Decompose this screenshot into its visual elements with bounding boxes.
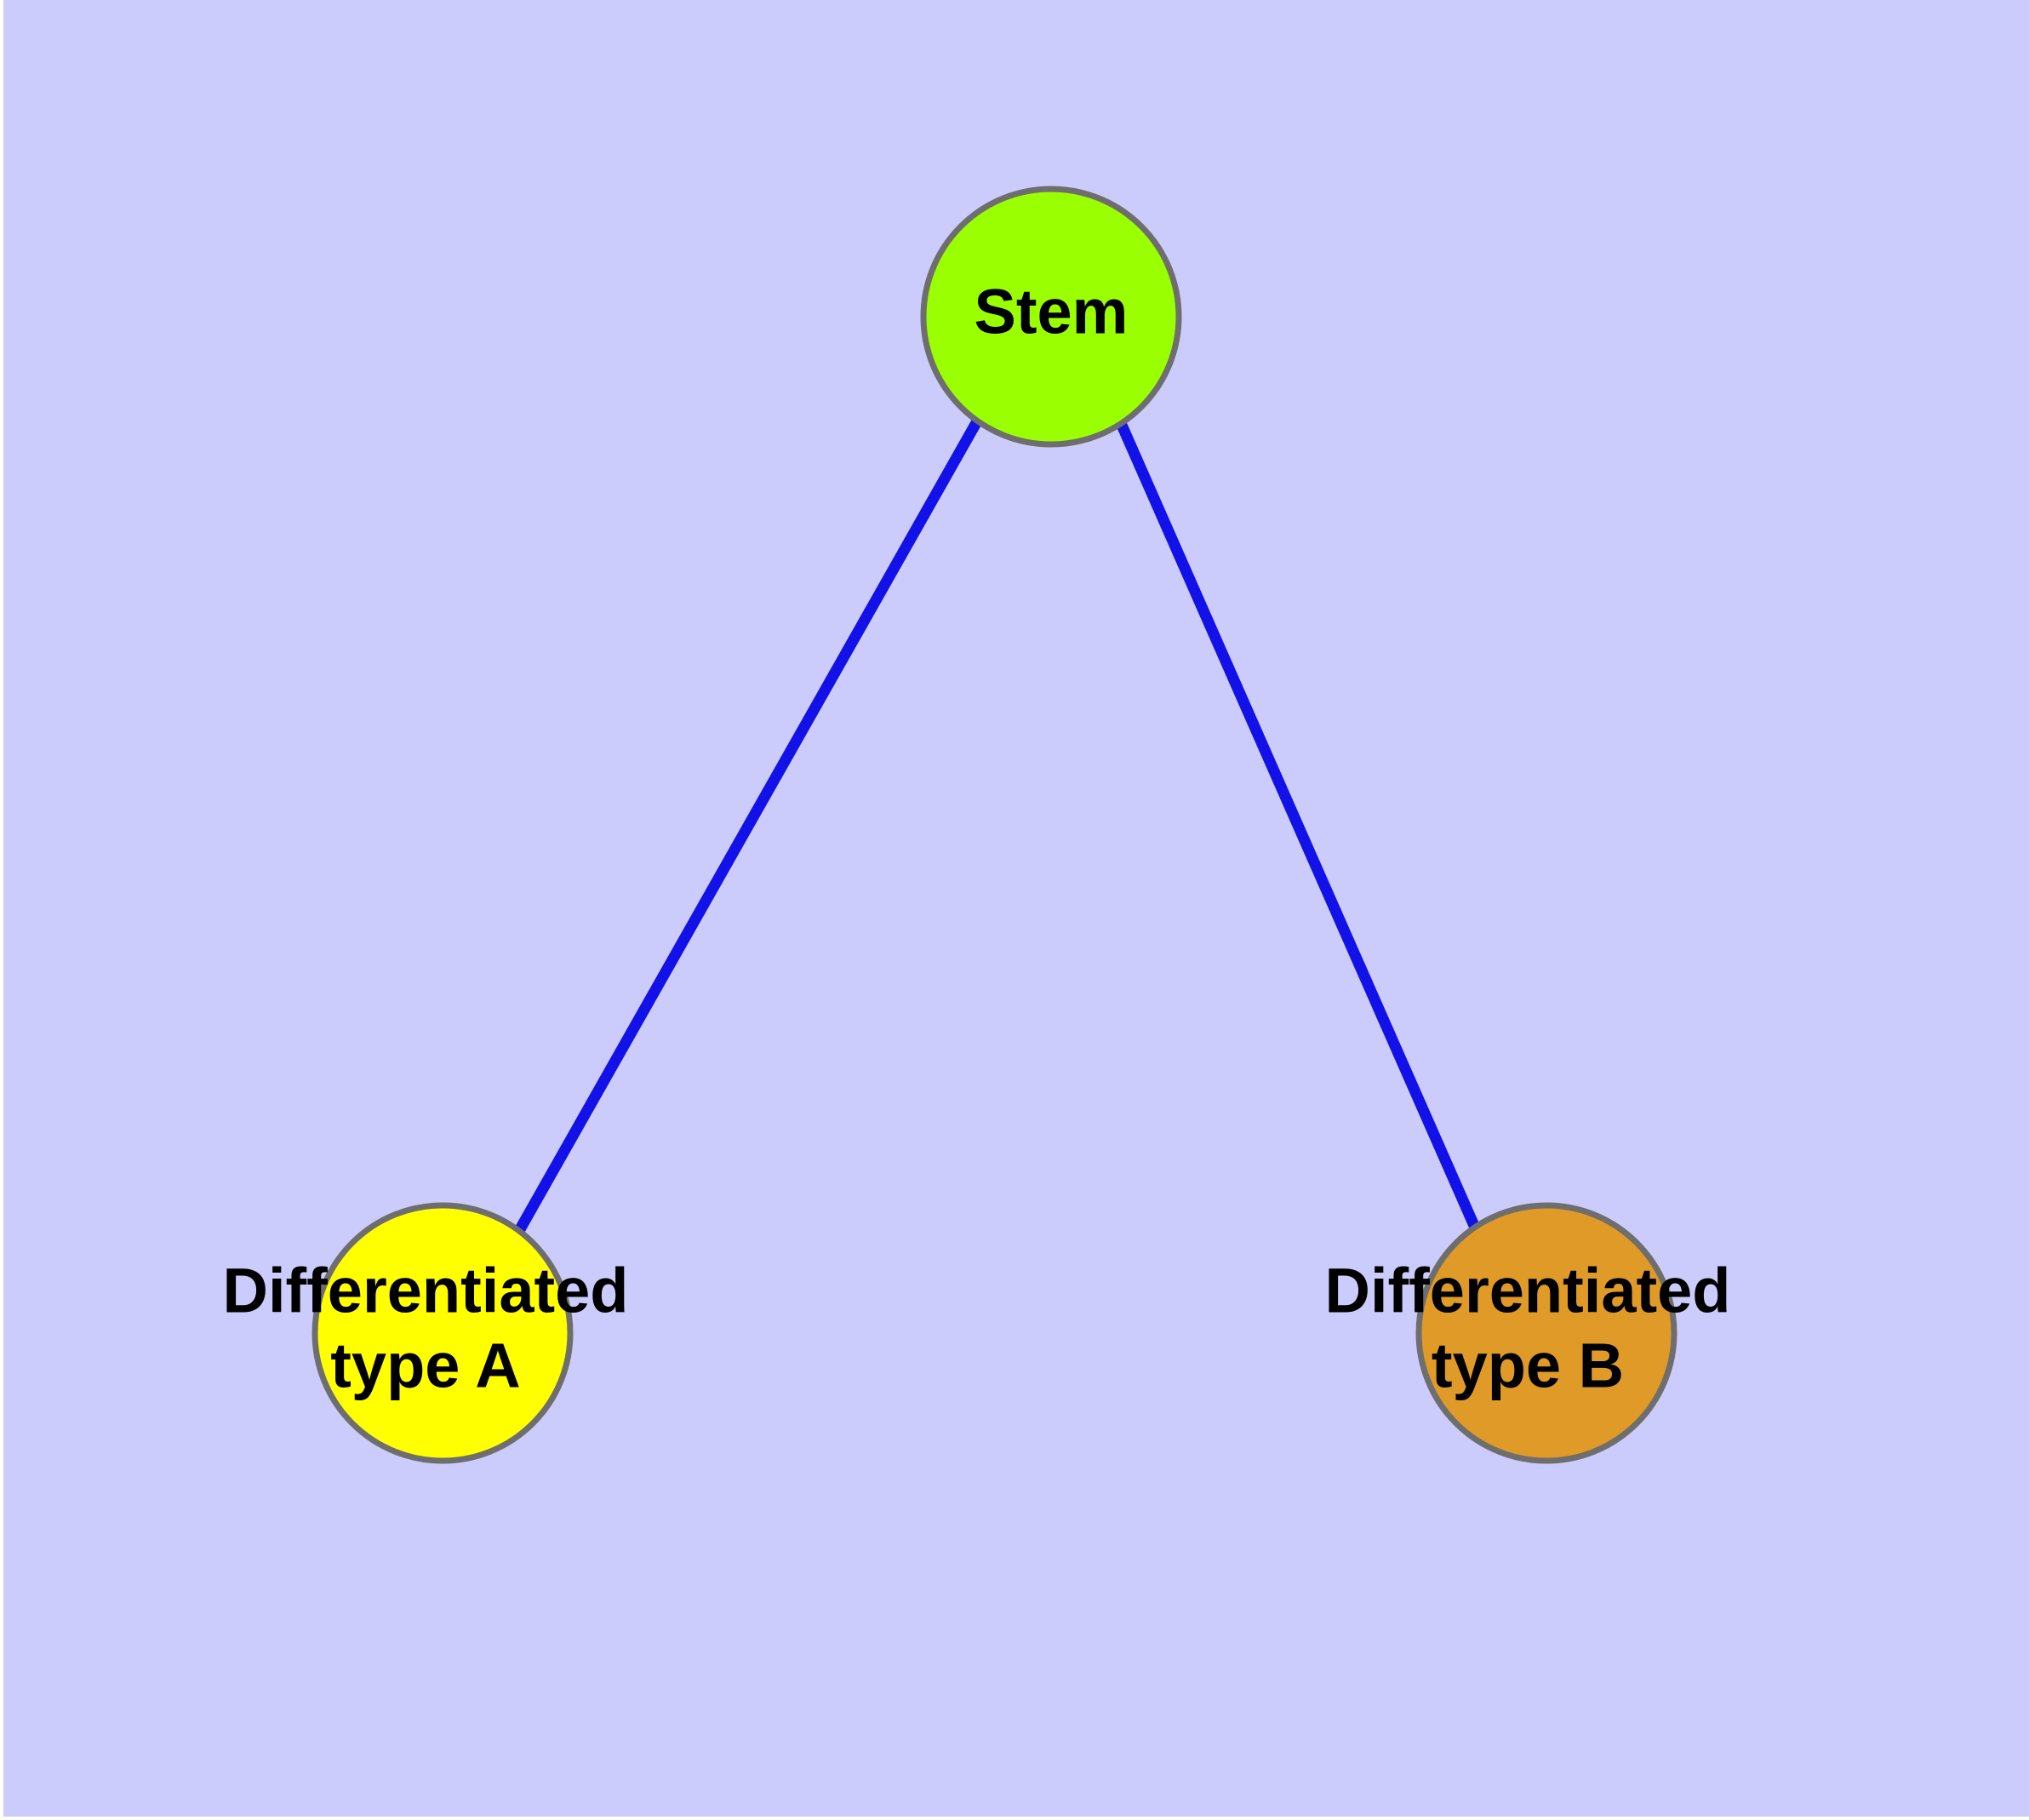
node-diff-b-label-line1: Differentiated <box>1325 1256 1731 1326</box>
node-diff-b-label-line2: type B <box>1432 1331 1624 1401</box>
node-stem-label: Stem <box>974 277 1129 347</box>
node-stem[interactable] <box>920 186 1182 448</box>
node-diff-b-circle[interactable] <box>1415 1202 1677 1464</box>
edge-layer <box>515 418 1480 1233</box>
node-diff-a[interactable] <box>311 1202 574 1464</box>
edge-stem-to-diff-b[interactable] <box>1116 421 1480 1230</box>
node-stem-circle[interactable] <box>920 186 1182 448</box>
node-layer <box>311 186 1677 1464</box>
node-diff-a-circle[interactable] <box>311 1202 574 1464</box>
node-diff-a-label-line1: Differentiated <box>223 1256 629 1326</box>
edge-stem-to-diff-a[interactable] <box>515 418 982 1233</box>
label-layer: Stem Differentiated type A Differentiate… <box>223 277 1731 1401</box>
node-diff-b[interactable] <box>1415 1202 1677 1464</box>
node-diff-a-label-line2: type A <box>330 1331 520 1401</box>
